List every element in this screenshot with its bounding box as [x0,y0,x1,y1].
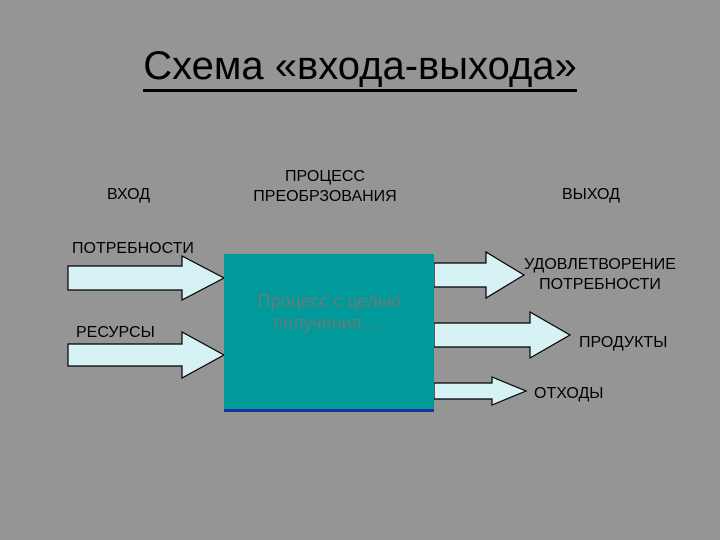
output-header: ВЫХОД [562,186,620,203]
output-satisfaction-line1: УДОВЛЕТВОРЕНИЕ [524,256,676,273]
resources-input-arrow [67,330,226,380]
process-box-text: Процесс с целью получения…. [224,290,434,334]
output-label-products: ПРОДУКТЫ [579,334,668,351]
needs-input-arrow [67,255,226,301]
process-box-line1: Процесс с целью [257,291,401,311]
products-output-arrow [433,310,572,360]
process-header: ПРОЦЕСС ПРЕОБРЗОВАНИЯ [230,167,420,207]
output-label-waste: ОТХОДЫ [534,385,604,402]
input-label-resources: РЕСУРСЫ [76,324,155,341]
process-header-line2: ПРЕОБРЗОВАНИЯ [253,188,397,205]
input-header: ВХОД [107,186,151,203]
process-header-line1: ПРОЦЕСС [285,168,365,185]
satisfaction-output-arrow [433,250,526,300]
output-label-satisfaction: УДОВЛЕТВОРЕНИЕ ПОТРЕБНОСТИ [505,255,695,295]
process-box: Процесс с целью получения…. [224,254,434,412]
input-label-needs: ПОТРЕБНОСТИ [72,240,194,257]
process-box-line2: получения…. [273,313,385,333]
slide-title-text: Схема «входа-выхода» [143,43,577,92]
waste-output-arrow [433,376,528,406]
output-satisfaction-line2: ПОТРЕБНОСТИ [539,276,661,293]
slide-title: Схема «входа-выхода» [0,42,720,92]
